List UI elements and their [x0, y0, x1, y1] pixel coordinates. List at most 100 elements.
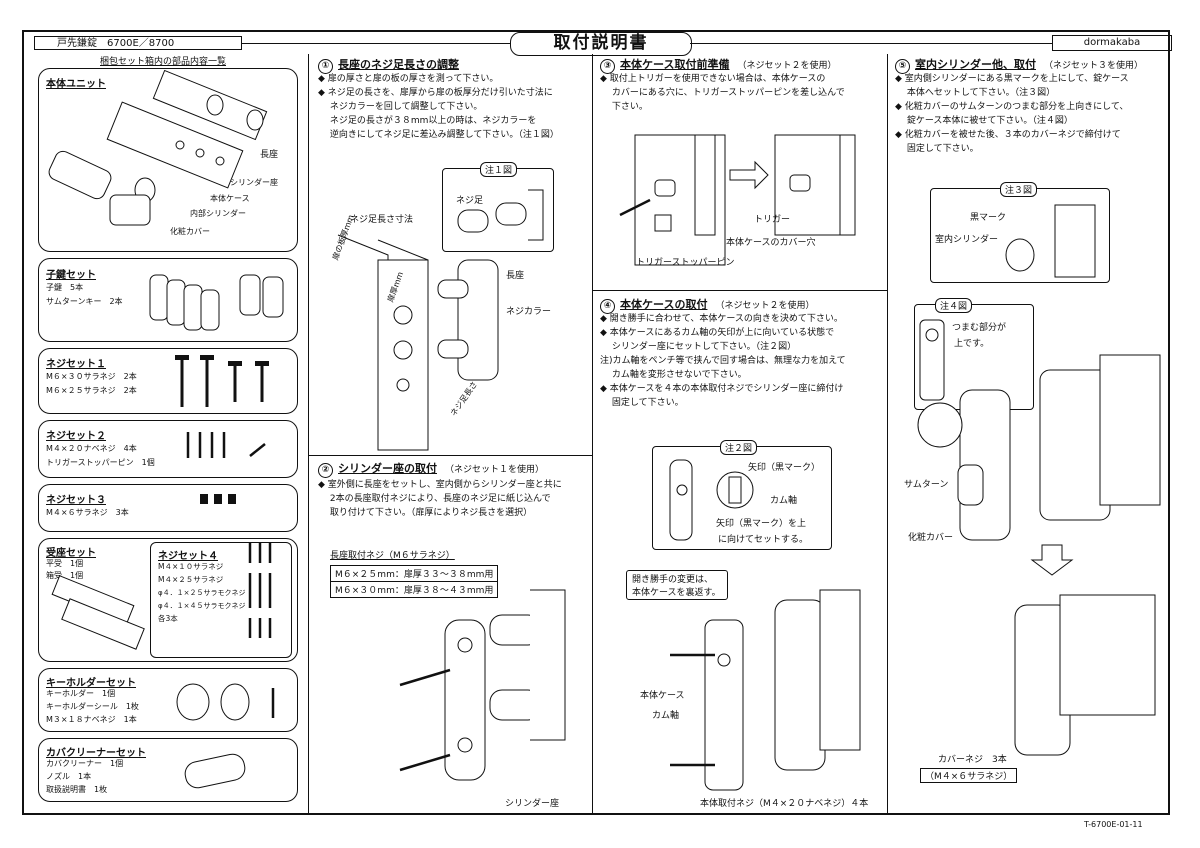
parts-heading: 梱包セット箱内の部品内容一覧: [100, 57, 227, 67]
screw-table-title: 長座取付ネジ（M６サラネジ）: [330, 551, 455, 561]
note-4-illustration: [919, 319, 945, 401]
cam-label: カム軸: [652, 711, 680, 721]
screw-set1-title: ネジセット１: [46, 359, 106, 370]
cover-hole-label: 本体ケースのカバー穴: [726, 238, 816, 248]
screw-set4-line-5: 各3本: [158, 614, 178, 623]
screw-set3-title: ネジセット３: [46, 495, 106, 506]
section-4-line-2: ◆ 本体ケースにあるカム軸の矢印が上に向いている状態で: [600, 328, 835, 338]
screw-set4-line-1: M４×１０サラネジ: [158, 562, 224, 571]
cleaner-line-3: 取扱説明書 1枚: [46, 785, 108, 794]
trigger-stopper-label: トリガーストッパーピン: [636, 258, 735, 268]
section-5-line-3: ◆ 化粧カバーのサムターンのつまむ部分を上向きにして、: [895, 102, 1129, 112]
unit-label-cylinder-seat: シリンダー座: [230, 178, 278, 187]
header-model: 戸先鎌錠 6700E／8700: [34, 36, 242, 50]
strike-set-line-2: 箱受 1個: [46, 571, 84, 580]
cleaner-line-2: ノズル 1本: [46, 772, 92, 781]
section-5-illustration: [917, 354, 1161, 756]
section-4-sub: （ネジセット２を使用）: [715, 301, 815, 311]
section-5-line-6: 固定して下さい。: [895, 144, 979, 154]
screw-table: M６×２５mm：扉厚３３～３８mm用 M６×３０mm：扉厚３８～４３mm用: [329, 565, 499, 598]
cleaner-title: カバクリーナーセット: [46, 748, 146, 759]
screw-set1-illustration: [175, 355, 269, 407]
section-3-line-2: カバーにある穴に、トリガーストッパーピンを差し込んで: [600, 88, 845, 98]
key-set-title: 子鍵セット: [46, 270, 96, 281]
unit-label-plate: 長座: [260, 150, 279, 160]
screw-set3-line-1: M４×６サラネジ 3本: [46, 508, 129, 517]
screw-set1-box: [38, 348, 298, 414]
section-4-line-7: 固定して下さい。: [600, 398, 684, 408]
note-4-text-1: つまむ部分が: [952, 323, 1007, 333]
section-5-instructions: ◆ 室内側シリンダーにある黒マークを上にして、錠ケース 本体へセットして下さい。…: [895, 72, 1129, 156]
unit-box: [38, 68, 298, 252]
cover-screw-label: カバーネジ 3本: [938, 755, 1007, 765]
callout-box: [626, 570, 728, 600]
section-4-line-4: 注)カム軸をペンチ等で挟んで回す場合は、無理な力を加えて: [600, 356, 846, 366]
section-5-line-2: 本体へセットして下さい。（注３図）: [895, 88, 1056, 98]
note-2-illustration: [669, 459, 754, 541]
unit-title: 本体ユニット: [46, 79, 106, 90]
section-3-illustration: [619, 134, 856, 266]
note-1-label: 注１図: [480, 162, 518, 177]
section-4-line-3: シリンダー座にセットして下さい。（注２図）: [600, 342, 797, 352]
column-divider-2: [592, 54, 593, 814]
callout-line-2: 本体ケースを裏返す。: [632, 588, 721, 598]
mount-screw-label: 本体取付ネジ（M４×２０ナベネジ）４本: [700, 799, 869, 809]
note-2-arrow-mark: 矢印（黒マーク）: [748, 463, 821, 473]
note-3-cylinder: 室内シリンダー: [935, 235, 999, 245]
trigger-label: トリガー: [754, 215, 791, 225]
section-4-line-6: ◆ 本体ケースを４本の本体取付ネジでシリンダー座に締付け: [600, 384, 844, 394]
unit-label-cover: 化粧カバー: [170, 227, 210, 236]
section-1-line-5: 逆向きにしてネジ足に差込み調整して下さい。（注１図）: [318, 130, 559, 140]
key-set-line-2: サムターンキー 2本: [46, 297, 123, 306]
section-4-heading: 本体ケースの取付: [620, 298, 708, 311]
strike-illustration: [51, 575, 145, 650]
section-3-heading: 本体ケース取付前準備: [620, 58, 730, 71]
section-4-line-1: ◆ 開き勝手に合わせて、本体ケースの向きを決めて下さい。: [600, 314, 843, 324]
case-label: 本体ケース: [640, 691, 685, 701]
page-title: 取付説明書: [510, 32, 692, 56]
section-2-line-3: 取り付けて下さい。（扉厚によりネジ長さを選択）: [318, 508, 533, 518]
section-4-illustration: [670, 589, 861, 791]
section-2-illustration: [399, 589, 566, 781]
section-2-number: ②: [318, 463, 333, 478]
row-divider-1: [308, 455, 592, 456]
screw-set4-title: ネジセット４: [158, 551, 218, 562]
column-divider-3: [887, 54, 888, 814]
document-code: T-6700E-01-11: [1084, 820, 1143, 829]
section-1-number: ①: [318, 59, 333, 74]
key-holder-box: [38, 668, 298, 732]
leg-length-label: ネジ足長さ寸法: [350, 215, 414, 225]
section-1-heading: 長座のネジ足長さの調整: [338, 58, 459, 71]
strike-set-line-1: 平受 1個: [46, 559, 84, 568]
screw-set2-box: [38, 420, 298, 478]
section-4-number: ④: [600, 299, 615, 314]
unit-label-inner-cylinder: 内部シリンダー: [190, 209, 246, 218]
header-rule-left: [242, 43, 510, 44]
note-2-text-2: に向けてセットする。: [718, 535, 809, 545]
cover-screw-spec: （M４×６サラネジ）: [920, 768, 1018, 783]
key-holder-line-2: キーホルダーシール 1枚: [46, 702, 139, 711]
key-set-line-1: 子鍵 5本: [46, 283, 84, 292]
note-2-label: 注２図: [720, 440, 758, 455]
note-4-text-2: 上です。: [954, 339, 990, 349]
screw-set1-line-2: M６×２５サラネジ 2本: [46, 386, 137, 395]
cylinder-seat-label: シリンダー座: [505, 799, 560, 809]
screw-table-row-2: M６×３０mm：扉厚３８～４３mm用: [329, 581, 499, 598]
section-3-line-1: ◆ 取付上トリガーを使用できない場合は、本体ケースの: [600, 74, 826, 84]
screw-set4-line-3: φ４．１×２５サラモクネジ: [158, 589, 246, 597]
screw-set4-box: [150, 542, 292, 658]
note-1-screw-leg: ネジ足: [456, 196, 484, 206]
section-5-line-4: 錠ケース本体に被せて下さい。（注４図）: [895, 116, 1073, 126]
screw-set1-line-1: M６×３０サラネジ 2本: [46, 372, 137, 381]
column-divider-1: [308, 54, 309, 814]
thumbturn-label: サムターン: [904, 480, 949, 490]
note-1-illustration: [457, 189, 544, 241]
key-holder-line-3: M３×１８ナベネジ 1本: [46, 715, 137, 724]
long-plate-label: 長座: [506, 271, 525, 281]
section-1-title: ① 長座のネジ足長さの調整: [318, 56, 459, 74]
section-1-line-1: ◆ 扉の厚さと扉の板の厚さを測って下さい。: [318, 74, 499, 84]
screw-set3-illustration: [200, 494, 236, 504]
header-rule-right: [690, 43, 1052, 44]
